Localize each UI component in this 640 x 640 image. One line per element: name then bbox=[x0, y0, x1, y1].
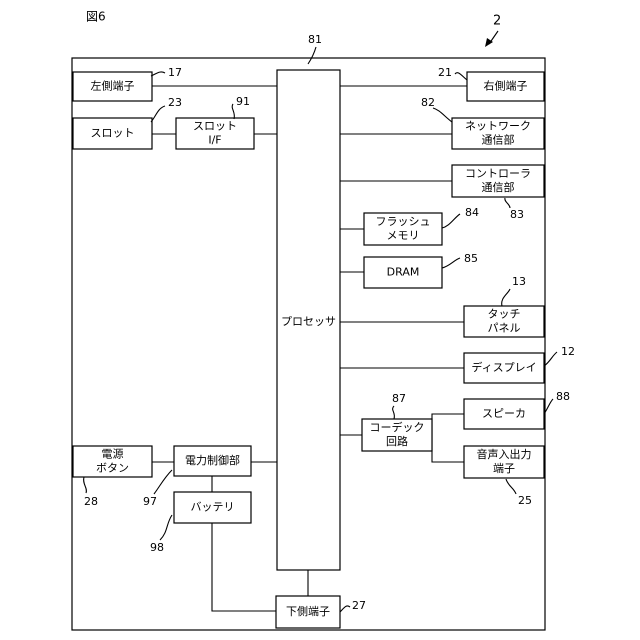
flash-label-line-2: メモリ bbox=[387, 229, 420, 242]
audio-io-label-line-2: 端子 bbox=[493, 462, 515, 475]
speaker-label-line-1: スピーカ bbox=[482, 407, 526, 420]
battery-label-line-1: バッテリ bbox=[191, 501, 235, 514]
audio-io-ref-number: 25 bbox=[518, 494, 532, 507]
processor-ref-number: 81 bbox=[308, 33, 322, 46]
codec-leader bbox=[393, 406, 395, 419]
bottom-terminal-ref-number: 27 bbox=[352, 599, 366, 612]
left-terminal-leader bbox=[151, 72, 165, 76]
touch-panel-ref-number: 13 bbox=[512, 275, 526, 288]
left-terminal-ref-number: 17 bbox=[168, 66, 182, 79]
dram-block: DRAM bbox=[364, 257, 442, 288]
flash-leader bbox=[442, 214, 460, 228]
bottom-terminal-block: 下側端子 bbox=[276, 596, 340, 628]
display-block: ディスプレイ bbox=[464, 353, 544, 383]
right-terminal-ref-number: 21 bbox=[438, 66, 452, 79]
left-terminal-block: 左側端子 bbox=[73, 72, 152, 101]
touch-panel-label-line-1: タッチ bbox=[488, 308, 521, 321]
audio-io-label-line-1: 音声入出力 bbox=[477, 447, 532, 461]
device-ref-number: 2 bbox=[493, 14, 501, 29]
flash-ref-number: 84 bbox=[465, 206, 479, 219]
codec-label-line-2: 回路 bbox=[386, 435, 408, 448]
slot-ref-number: 23 bbox=[168, 96, 182, 109]
slot-if-label-line-1: スロット bbox=[193, 120, 237, 133]
power-control-block: 電力制御部 bbox=[174, 446, 251, 476]
touch-panel-block: タッチパネル bbox=[464, 306, 544, 337]
network-block: ネットワーク通信部 bbox=[452, 118, 544, 149]
slot-if-leader bbox=[232, 104, 234, 119]
right-terminal-block: 右側端子 bbox=[467, 72, 544, 101]
display-leader bbox=[544, 352, 557, 366]
slot-if-label-line-2: I/F bbox=[208, 134, 221, 147]
processor-label: プロセッサ bbox=[281, 315, 336, 328]
power-button-leader bbox=[84, 477, 87, 493]
power-button-block: 電源ボタン bbox=[73, 446, 152, 477]
power-control-label-line-1: 電力制御部 bbox=[185, 453, 240, 467]
bottom-terminal-label-line-1: 下側端子 bbox=[286, 605, 330, 618]
slot-if-block: スロットI/F bbox=[176, 118, 254, 149]
battery-block: バッテリ bbox=[174, 492, 251, 523]
speaker-block: スピーカ bbox=[464, 399, 544, 429]
slot-leader bbox=[151, 106, 165, 122]
codec-block: コーデック回路 bbox=[362, 419, 432, 451]
power-button-label-line-1: 電源 bbox=[102, 447, 124, 461]
speaker-ref-number: 88 bbox=[556, 390, 570, 403]
flash-block: フラッシュメモリ bbox=[364, 213, 442, 245]
dram-leader bbox=[442, 258, 460, 268]
network-label-line-2: 通信部 bbox=[482, 133, 515, 147]
battery-ref-number: 98 bbox=[150, 541, 164, 554]
dram-ref-number: 85 bbox=[464, 252, 478, 265]
slot-label-line-1: スロット bbox=[91, 127, 135, 140]
battery-leader bbox=[160, 515, 172, 540]
codec-ref-number: 87 bbox=[392, 392, 406, 405]
controller-comm-label-line-2: 通信部 bbox=[482, 180, 515, 194]
power-control-leader bbox=[154, 470, 172, 494]
bottom-terminal-leader bbox=[340, 606, 350, 612]
network-label-line-1: ネットワーク bbox=[465, 120, 531, 133]
left-terminal-label-line-1: 左側端子 bbox=[91, 80, 135, 93]
dram-label-line-1: DRAM bbox=[387, 266, 420, 279]
flash-label-line-1: フラッシュ bbox=[376, 215, 431, 228]
touch-panel-leader bbox=[502, 289, 510, 306]
power-button-label-line-2: ボタン bbox=[96, 462, 129, 475]
audio-io-leader bbox=[506, 479, 516, 494]
controller-comm-leader bbox=[505, 198, 510, 208]
power-button-ref-number: 28 bbox=[84, 495, 98, 508]
right-terminal-leader bbox=[455, 73, 467, 80]
slot-block: スロット bbox=[73, 118, 152, 149]
slot-if-ref-number: 91 bbox=[236, 95, 250, 108]
processor-block: プロセッサ bbox=[277, 70, 340, 570]
controller-comm-label-line-1: コントローラ bbox=[465, 167, 531, 180]
audio-io-block: 音声入出力端子 bbox=[464, 446, 544, 478]
processor-leader bbox=[308, 47, 316, 64]
right-terminal-label-line-1: 右側端子 bbox=[484, 79, 528, 93]
network-leader bbox=[433, 108, 452, 122]
controller-comm-ref-number: 83 bbox=[510, 208, 524, 221]
controller-comm-block: コントローラ通信部 bbox=[452, 165, 544, 197]
touch-panel-label-line-2: パネル bbox=[488, 322, 521, 335]
figure-label: 図6 bbox=[86, 10, 106, 24]
display-label-line-1: ディスプレイ bbox=[471, 360, 536, 374]
codec-label-line-1: コーデック bbox=[370, 420, 425, 434]
network-ref-number: 82 bbox=[421, 96, 435, 109]
power-control-ref-number: 97 bbox=[143, 495, 157, 508]
display-ref-number: 12 bbox=[561, 345, 575, 358]
